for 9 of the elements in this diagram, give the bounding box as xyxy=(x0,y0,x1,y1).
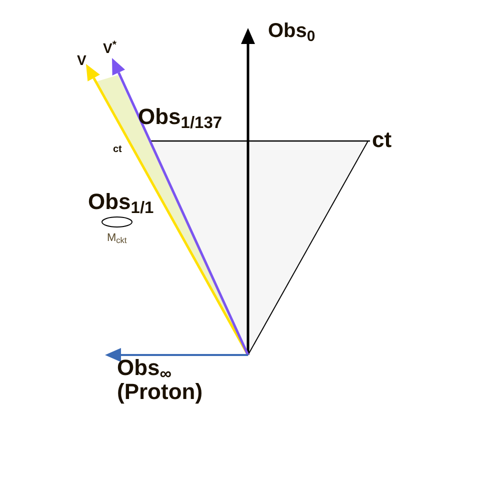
mass-label: M$_{ckt}$ xyxy=(107,231,127,246)
vector-label: V$^{*}$ xyxy=(103,38,116,58)
axis-label: Obs$_{0}$ xyxy=(268,19,316,46)
axis-label: ct xyxy=(113,143,122,157)
vector-label: V xyxy=(77,51,86,70)
axis-label: ct xyxy=(372,126,392,154)
observer-label: Obs$_{1/1}$ xyxy=(88,188,154,218)
observer-label: Obs$_{∞}$ (Proton) xyxy=(117,356,204,404)
observer-label: Obs$_{1/137}$ xyxy=(138,103,222,133)
